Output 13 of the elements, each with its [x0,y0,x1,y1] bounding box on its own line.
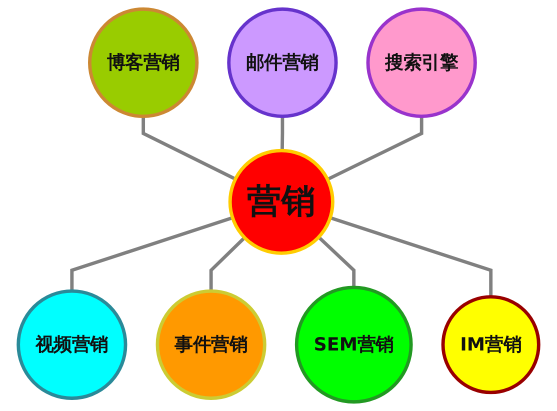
node-circle: IM营销 [441,295,540,394]
node-circle: 营销 [228,148,334,255]
node-circle: SEM营销 [294,286,413,404]
connector [330,216,493,297]
connector [70,216,234,292]
connector [280,116,284,151]
node-circle: 邮件营销 [227,7,338,118]
connector [142,116,236,181]
connector [318,236,356,288]
connector [209,236,246,292]
node-circle: 事件营销 [156,289,266,400]
node-circle: 博客营销 [88,7,199,118]
connector [326,116,424,181]
